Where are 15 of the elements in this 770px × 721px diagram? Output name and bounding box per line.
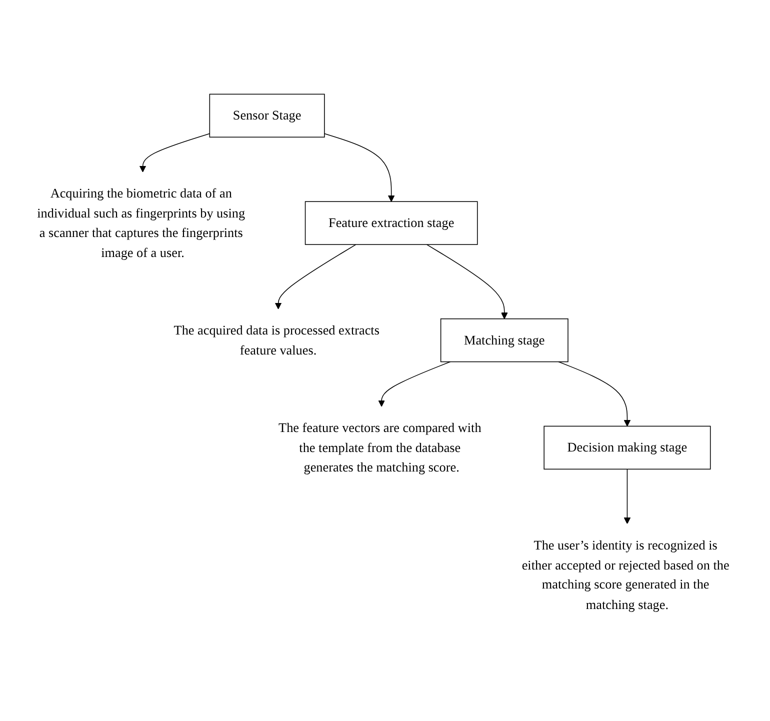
arrow [426,244,508,320]
node-text: The user’s identity is recognized is either accepted or rejected based on the matching score generated in the matching stage. [522,538,730,612]
arrow [624,469,631,524]
arrow [139,134,210,173]
arrow [274,244,356,310]
node-box: Decision making stage [544,426,711,470]
node-box: Matching stage [440,318,568,363]
arrow [378,362,451,408]
arrow [324,134,395,202]
node-text: Acquiring the biometric data of an individual such as fingerprints by using a scanner that captures the fingerprints image of a user. [37,186,246,260]
node-text: The acquired data is processed extracts feature values. [174,323,380,358]
node-text: The feature vectors are compared with the template from the database generates the matching score. [278,420,482,476]
arrow [558,362,631,427]
node-box: Feature extraction stage [304,202,478,246]
node-box: Sensor Stage [209,94,325,138]
